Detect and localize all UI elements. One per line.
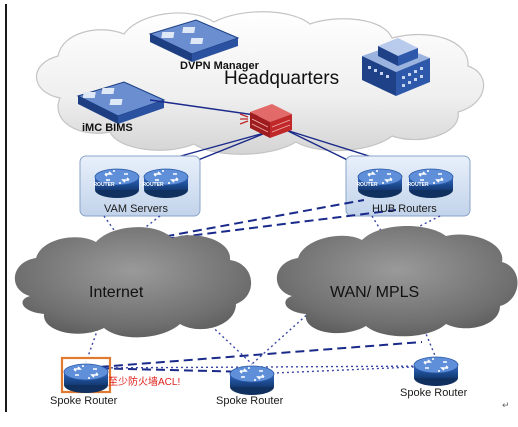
headquarters-building-icon [362, 38, 430, 96]
hub-router-2-badge: ROUTER [407, 182, 429, 188]
hub-router-1-badge: ROUTER [356, 182, 378, 188]
spoke-router-2-label: Spoke Router [216, 395, 284, 407]
internet-cloud [14, 227, 252, 338]
wan-mpls-cloud [276, 225, 518, 337]
imc-bims-label: iMC BIMS [82, 122, 133, 134]
spoke-router-1-label: Spoke Router [50, 395, 118, 407]
headquarters-cloud [35, 11, 485, 155]
imc-bims-server-icon [76, 81, 166, 124]
firewall-acl-annotation: 至少防火墙ACL! [108, 375, 180, 388]
dvpn-manager-server-icon [148, 19, 240, 62]
hub-routers-label: HUB Routers [372, 203, 437, 215]
wan-mpls-label: WAN/ MPLS [330, 284, 419, 301]
page-left-rule [5, 4, 7, 412]
headquarters-title: Headquarters [224, 68, 339, 89]
spoke-router-3-label: Spoke Router [400, 387, 468, 399]
spoke-router-2[interactable] [229, 365, 275, 396]
vam-router-1-badge: ROUTER [93, 182, 115, 188]
vam-servers-label: VAM Servers [104, 203, 168, 215]
spoke-router-3[interactable] [413, 356, 459, 387]
vam-router-2-badge: ROUTER [142, 182, 164, 188]
spoke-router-1[interactable] [63, 363, 109, 394]
dvpn-manager-label: DVPN Manager [180, 60, 260, 72]
internet-label: Internet [89, 284, 144, 301]
paragraph-mark-icon: ↵ [502, 401, 510, 411]
firewall-icon [239, 104, 292, 138]
